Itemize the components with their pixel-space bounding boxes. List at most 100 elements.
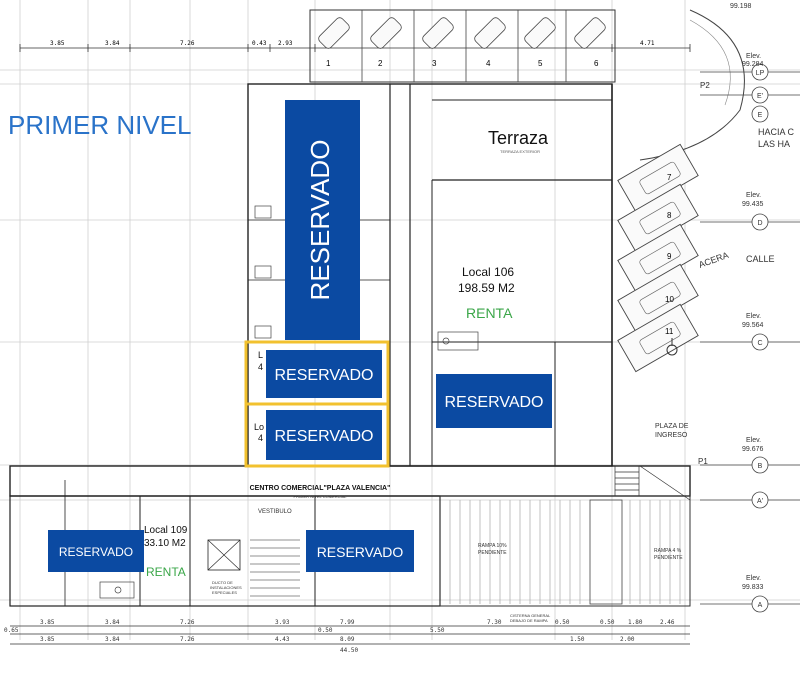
reserved-block-bottom-left[interactable] <box>48 530 144 572</box>
dim-b1-3: 7.26 <box>180 619 195 626</box>
dim-b2-8: 2.00 <box>620 636 635 643</box>
dim-b1-10: 2.46 <box>660 619 675 626</box>
axis-c: C <box>757 340 762 347</box>
local-partial-2a: Lo <box>254 422 264 432</box>
parking-right-8: 8 <box>667 211 672 220</box>
elev-value-3: 99.564 <box>742 322 764 329</box>
parking-top-4: 4 <box>486 59 491 68</box>
terraza-sub-label: TERRAZA EXTERIOR <box>500 149 540 154</box>
hacia-line-2: LAS HA <box>758 139 790 149</box>
dim-b2-5: 8.09 <box>340 636 355 643</box>
ducto-line-3: ESPECIALES <box>212 590 237 595</box>
local-109-name: Local 109 <box>144 525 188 536</box>
dim-top-5: 2.93 <box>278 40 293 47</box>
ramp-area <box>439 495 691 607</box>
reserved-block-bottom-center[interactable] <box>306 530 414 572</box>
axis-b: B <box>758 463 763 470</box>
reserved-label-center: RESERVADO <box>445 394 544 411</box>
right-parking: 7 8 9 10 11 <box>617 143 699 373</box>
elev-label-4: Elev. <box>746 437 761 444</box>
road-curve <box>639 9 745 161</box>
page-title: PRIMER NIVEL <box>8 110 192 140</box>
local-109-area: 33.10 M2 <box>144 538 186 549</box>
reserved-label-bottom-center: RESERVADO <box>317 544 404 560</box>
dim-b2-2: 3.84 <box>105 636 120 643</box>
dim-top-2: 3.84 <box>105 40 120 47</box>
dim-b1-9: 1.80 <box>628 619 643 626</box>
center-sub: PRIMER NIVEL COMERCIAL <box>294 494 348 499</box>
axis-p2: P2 <box>700 81 710 90</box>
top-parking: 1 2 3 4 5 6 <box>309 9 616 83</box>
top-dimensions: 3.85 3.84 7.26 0.43 2.93 4.71 <box>19 40 691 52</box>
dim-top-1: 3.85 <box>50 40 65 47</box>
dim-top-3: 7.26 <box>180 40 195 47</box>
local-partial-1a: L <box>258 350 263 360</box>
terraza-label: Terraza <box>488 128 549 148</box>
dim-top-4: 0.43 <box>252 40 267 47</box>
elev-value-4: 99.676 <box>742 446 764 453</box>
elev-value-5: 99.833 <box>742 584 764 591</box>
reserved-label-vertical: RESERVADO <box>305 140 335 301</box>
rampa2-line-1: RAMPA 4 % <box>654 548 682 554</box>
local-partial-1b: 4 <box>258 362 263 372</box>
axis-d: D <box>757 220 762 227</box>
parking-top-1: 1 <box>326 59 331 68</box>
building-walls <box>247 83 613 467</box>
axis-e-prime: E' <box>757 93 763 100</box>
parking-top-6: 6 <box>594 59 599 68</box>
dim-total: 44.50 <box>340 647 358 654</box>
cisterna-line-2: DEBAJO DE RAMPA <box>510 618 548 623</box>
plaza-line-1: PLAZA DE <box>655 423 689 430</box>
local-106-status: RENTA <box>466 305 513 321</box>
reserved-block-vertical[interactable] <box>285 100 360 340</box>
reserved-block-lower-left[interactable] <box>266 410 382 460</box>
rampa2-line-2: PENDIENTE <box>654 555 683 561</box>
elev-top-value: 99.198 <box>730 3 752 10</box>
axis-a: A <box>758 602 763 609</box>
reserved-block-upper-left[interactable] <box>266 350 382 398</box>
dim-b1-8: 0.50 <box>600 619 615 626</box>
elev-value-1: 99.284 <box>742 61 764 68</box>
dim-b1-6: 7.30 <box>487 619 502 626</box>
rampa1-line-1: RAMPA 10% <box>478 543 507 549</box>
local-106-name: Local 106 <box>462 265 514 279</box>
dim-b2-4: 4.43 <box>275 636 290 643</box>
dim-b1-1: 3.85 <box>40 619 55 626</box>
axis-e: E <box>758 112 763 119</box>
local-106-area: 198.59 M2 <box>458 281 515 295</box>
reserved-label-lower-left: RESERVADO <box>275 428 374 445</box>
dim-b2-6: 0.50 <box>318 627 333 634</box>
parking-top-2: 2 <box>378 59 383 68</box>
reserved-label-bottom-left: RESERVADO <box>59 545 133 559</box>
elev-label-2: Elev. <box>746 192 761 199</box>
reserved-label-upper-left: RESERVADO <box>275 367 374 384</box>
parking-right-10: 10 <box>665 295 674 304</box>
reserved-block-center[interactable] <box>436 374 552 428</box>
dim-b1-5: 7.99 <box>340 619 355 626</box>
dim-b2-7: 1.50 <box>570 636 585 643</box>
center-name: CENTRO COMERCIAL"PLAZA VALENCIA" <box>250 485 391 492</box>
restroom-fixtures <box>99 205 479 599</box>
elev-label-3: Elev. <box>746 313 761 320</box>
axis-p1: P1 <box>698 457 708 466</box>
hacia-line-1: HACIA C <box>758 127 795 137</box>
parking-right-7: 7 <box>667 173 672 182</box>
dim-b2-3: 7.26 <box>180 636 195 643</box>
local-109-status: RENTA <box>146 565 186 579</box>
elev-label-5: Elev. <box>746 575 761 582</box>
parking-right-11: 11 <box>665 327 674 336</box>
dim-left: 0.65 <box>4 627 19 634</box>
ducto-line-1: DUCTO DE <box>212 580 233 585</box>
elev-value-2: 99.435 <box>742 201 764 208</box>
road-curve-inner <box>689 19 731 106</box>
parking-top-3: 3 <box>432 59 437 68</box>
bottom-dimensions <box>10 625 690 645</box>
ducto-line-2: INSTALACIONES <box>210 585 242 590</box>
cisterna-line-1: CISTERNA GENERAL <box>510 613 551 618</box>
axis-a-prime: A' <box>757 498 763 505</box>
parking-top-5: 5 <box>538 59 543 68</box>
wheelchair-icon <box>666 338 678 356</box>
axis-markers <box>700 63 800 613</box>
parking-right-9: 9 <box>667 252 672 261</box>
